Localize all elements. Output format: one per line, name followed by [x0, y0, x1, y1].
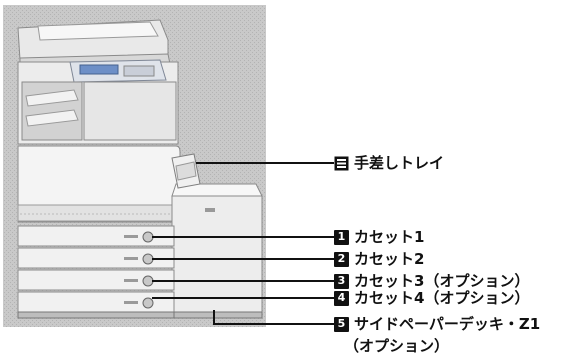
cassettes [17, 225, 175, 319]
side-paper-deck [171, 183, 263, 319]
label-side-paper-deck-option: （オプション） [344, 337, 450, 355]
tray-icon [334, 156, 349, 170]
label-cassette-2: 2 カセット2 [334, 250, 424, 268]
label-text: カセット1 [354, 228, 425, 246]
main-body-upper [17, 59, 179, 145]
front-cover [17, 145, 181, 223]
label-side-paper-deck: 5 サイドペーパーデッキ・Z1 [334, 315, 540, 333]
label-text: カセット4（オプション） [354, 289, 530, 307]
label-cassette-3: 3 カセット3（オプション） [334, 272, 529, 290]
label-text: サイドペーパーデッキ・Z1 [354, 315, 541, 333]
leader-lines [152, 162, 334, 325]
number-badge: 1 [334, 229, 349, 245]
label-manual-feed-tray: 手差しトレイ [334, 154, 444, 172]
label-cassette-4: 4 カセット4（オプション） [334, 289, 529, 307]
number-badge: 4 [334, 290, 349, 306]
document-feeder [17, 19, 171, 67]
number-badge: 3 [334, 273, 349, 289]
number-badge: 5 [334, 316, 349, 332]
manual-feed-tray-graphic [171, 153, 201, 189]
label-text: カセット2 [354, 250, 425, 268]
label-cassette-1: 1 カセット1 [334, 228, 424, 246]
number-badge: 2 [334, 251, 349, 267]
label-text: カセット3（オプション） [354, 272, 530, 290]
leader-deck [213, 310, 334, 325]
label-text: 手差しトレイ [354, 154, 445, 172]
